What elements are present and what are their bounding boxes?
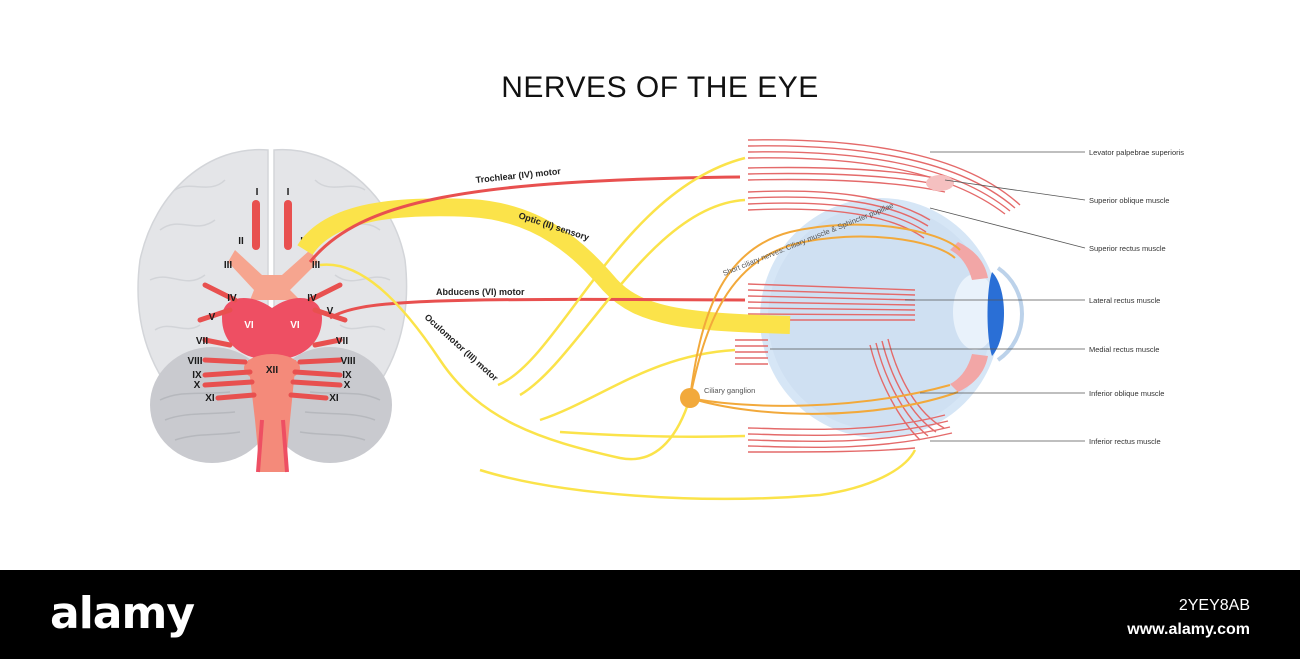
pons: [222, 297, 322, 360]
label-trochlear: Trochlear (IV) motor: [475, 166, 562, 185]
cn-label-x-right: X: [344, 380, 351, 391]
muscle-superior-oblique: [747, 166, 946, 193]
cn-label-i-left: I: [256, 187, 259, 198]
cerebellum-right: [268, 347, 392, 463]
trochlear-nerve: [308, 175, 741, 263]
cn-label-iv-left: IV: [227, 293, 237, 304]
label-inferior-oblique: Inferior oblique muscle: [1089, 389, 1164, 398]
medulla-top: [244, 354, 300, 382]
oculomotor-io-branch: [479, 449, 917, 501]
muscle-medial-rectus: [735, 339, 768, 365]
muscles: [735, 139, 1021, 453]
watermark-url: www.alamy.com: [1127, 621, 1250, 638]
cn-label-vii-left: VII: [196, 336, 208, 347]
label-superior-rectus: Superior rectus muscle: [1089, 244, 1166, 253]
cn-label-viii-right: VIII: [340, 356, 355, 367]
cn-label-xi-left: XI: [205, 393, 215, 404]
cn-label-x-left: X: [194, 380, 201, 391]
lens: [953, 274, 997, 350]
oculomotor-branches: [319, 156, 917, 501]
olfactory-left: [252, 200, 260, 250]
label-lateral-rectus: Lateral rectus muscle: [1089, 296, 1160, 305]
nerves-diagram: NERVES OF THE EYE: [137, 71, 1184, 501]
cn-label-v-right: V: [327, 306, 334, 317]
oculomotor-main: [319, 263, 692, 461]
cerebellum-left: [150, 347, 274, 463]
ciliary-body-upper: [950, 242, 988, 280]
label-inferior-rectus: Inferior rectus muscle: [1089, 437, 1161, 446]
brain-gyri: [149, 179, 391, 331]
medulla-tracts: [256, 419, 289, 473]
leader-lines: [770, 151, 1086, 442]
muscle-inferior-rectus: [747, 414, 953, 453]
cn-label-i-right: I: [287, 187, 290, 198]
cn-label-v-left: V: [209, 312, 216, 323]
olfactory-right: [284, 200, 292, 250]
cn-label-ix-right: IX: [342, 370, 352, 381]
cranial-branches: [197, 282, 348, 401]
label-oculomotor: Oculomotor (III) motor: [423, 312, 501, 383]
label-superior-oblique: Superior oblique muscle: [1089, 196, 1169, 205]
watermark-image-id: 2YEY8AB: [1178, 597, 1250, 614]
label-abducens: Abducens (VI) motor: [436, 287, 525, 297]
muscle-levator: [747, 139, 1021, 215]
brain: I I II II III III IV IV V V VI VI VII VI…: [137, 148, 408, 473]
watermark-info: 2YEY8AB www.alamy.com: [1127, 594, 1250, 642]
eyeball-inner: [768, 206, 992, 430]
abducens-nerve: [329, 297, 746, 320]
cn-label-xi-right: XI: [329, 393, 339, 404]
oculomotor-mr-branch: [539, 348, 736, 422]
short-ciliary-nerves: [689, 223, 961, 415]
cerebellum-folia: [159, 391, 381, 441]
cn-label-vi-right: VI: [290, 320, 300, 331]
cn-label-iv-right: IV: [307, 293, 317, 304]
cn-label-xii: XII: [266, 365, 278, 376]
cn-label-ix-left: IX: [192, 370, 202, 381]
label-levator: Levator palpebrae superioris: [1089, 148, 1184, 157]
label-medial-rectus: Medial rectus muscle: [1089, 345, 1159, 354]
iris: [987, 272, 1004, 356]
cn-label-viii-left: VIII: [187, 356, 202, 367]
watermark-logo: alamy: [50, 588, 195, 639]
ciliary-body-lower: [950, 354, 988, 392]
page-title: NERVES OF THE EYE: [501, 71, 818, 104]
trochlea: [926, 175, 954, 191]
eye: [760, 198, 1024, 438]
oculomotor-sr-branch: [519, 198, 746, 397]
cn-label-iii-right: III: [312, 260, 321, 271]
label-ciliary-ganglion: Ciliary ganglion: [704, 386, 755, 395]
muscle-lateral-rectus: [747, 283, 916, 321]
cn-label-vi-left: VI: [244, 320, 254, 331]
oculomotor-ir-branch: [559, 430, 746, 439]
ciliary-ganglion: [680, 388, 700, 408]
oculomotor-levator-branch: [497, 156, 746, 387]
cn-label-vii-right: VII: [336, 336, 348, 347]
cn-label-iii-left: III: [224, 260, 233, 271]
muscle-inferior-oblique: [869, 338, 945, 441]
cornea: [996, 266, 1024, 362]
watermark-band: alamy 2YEY8AB www.alamy.com: [0, 570, 1300, 659]
optic-nerve: [297, 198, 791, 334]
optic-chiasm: [228, 250, 318, 300]
cn-label-ii-left: II: [238, 236, 244, 247]
